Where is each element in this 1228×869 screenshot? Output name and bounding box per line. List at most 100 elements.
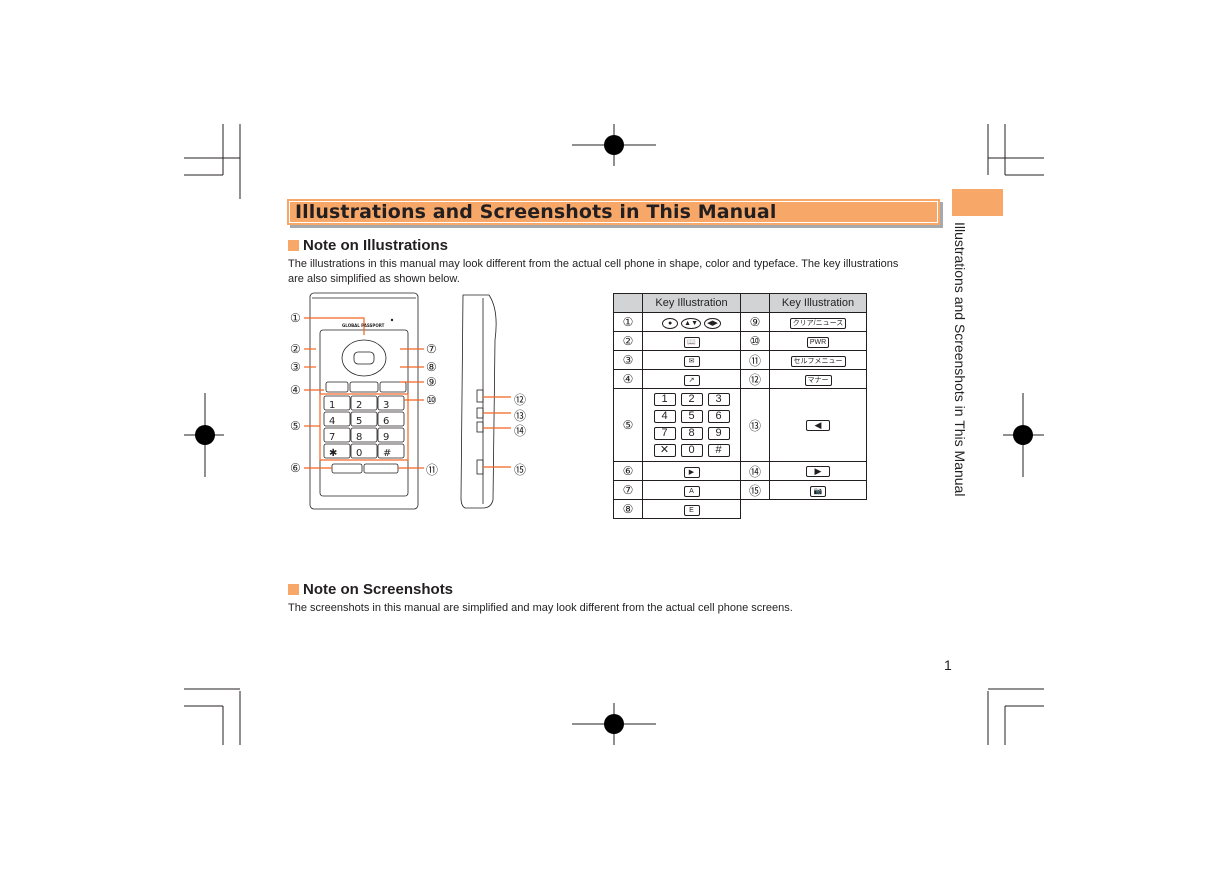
key-cell: 📷: [769, 480, 867, 500]
manner-key-icon: マナー: [804, 374, 832, 386]
table-row: ⑧ E: [613, 499, 867, 519]
call-key-icon: ↗: [683, 374, 700, 386]
side-up-key-icon: ◀: [806, 420, 830, 431]
callout-14: ⑭: [514, 424, 527, 438]
key-cell: ▶: [769, 461, 867, 481]
illustrations-text: The illustrations in this manual may loo…: [288, 258, 899, 285]
table-header-no-left: [613, 293, 643, 313]
table-row: ⑤ 1 2 3 4 5 6 7 8 9 ✕ 0 # ⑬ ◀: [613, 388, 867, 462]
table-row: ② 📖 ⑩ PWR: [613, 331, 867, 351]
key-cell: PWR: [769, 331, 867, 351]
callout-15: ⑮: [514, 463, 527, 477]
table-header-row: Key Illustration Key Illustration: [613, 293, 867, 313]
side-down-key-icon: ▶: [806, 466, 830, 477]
side-tab-marker: [952, 189, 1003, 216]
key-illustration-table: Key Illustration Key Illustration ① ● ▲▼…: [613, 293, 867, 519]
up-down-key-icon: ▲▼: [681, 317, 702, 329]
page-number: 1: [944, 657, 952, 673]
center-key-icon: ●: [662, 317, 679, 329]
key-cell: A: [642, 480, 741, 500]
key-1-icon: 1: [653, 393, 676, 406]
empty-cell: [741, 500, 770, 519]
row-number: ④: [613, 369, 643, 389]
callout-1: ①: [290, 311, 301, 325]
camera-key-icon: 📷: [810, 485, 826, 497]
key-star-icon: ✕: [653, 444, 676, 457]
key-8-icon: 8: [680, 427, 703, 440]
row-number: ⑮: [740, 480, 770, 500]
key-3-icon: 3: [707, 393, 730, 406]
key-cell-keypad: 1 2 3 4 5 6 7 8 9 ✕ 0 #: [642, 388, 741, 462]
svg-text:6: 6: [383, 416, 389, 427]
table-header-key-right: Key Illustration: [769, 293, 867, 313]
row-number: ⑤: [613, 388, 643, 462]
svg-text:9: 9: [383, 432, 389, 443]
svg-text:#: #: [383, 448, 391, 459]
row-number: ⑪: [740, 350, 770, 370]
key-2-icon: 2: [680, 393, 703, 406]
title-bar-inner-border: [289, 201, 938, 223]
callout-2: ②: [290, 342, 301, 356]
svg-text:0: 0: [356, 448, 362, 459]
key-cell: ◀: [769, 388, 867, 462]
table-row: ① ● ▲▼ ◀▶ ⑨ クリア/ニュース: [613, 312, 867, 332]
side-tab-text: Illustrations and Screenshots in This Ma…: [952, 222, 978, 512]
svg-text:3: 3: [383, 400, 389, 411]
svg-text:5: 5: [356, 416, 362, 427]
key-0-icon: 0: [680, 444, 703, 457]
row-number: ⑨: [740, 312, 770, 332]
empty-cell: [770, 500, 867, 519]
page-title: Illustrations and Screenshots in This Ma…: [295, 201, 777, 223]
row-number: ⑥: [613, 461, 643, 481]
callout-13: ⑬: [514, 409, 527, 423]
row-number: ⑬: [740, 388, 770, 462]
key-6-icon: 6: [707, 410, 730, 423]
screenshots-heading: Note on Screenshots: [288, 581, 453, 598]
key-cell: セルフメニュー: [769, 350, 867, 370]
row-number: ①: [613, 312, 643, 332]
callout-12: ⑫: [514, 393, 527, 407]
row-number: ⑫: [740, 369, 770, 389]
key-9-icon: 9: [707, 427, 730, 440]
table-row: ⑥ ▶ ⑭ ▶: [613, 461, 867, 481]
row-number: ⑩: [740, 331, 770, 351]
callout-7: ⑦: [426, 342, 437, 356]
key-cell: マナー: [769, 369, 867, 389]
a-key-icon: A: [683, 485, 700, 497]
heading-square-icon: [288, 240, 299, 251]
key-cell: ✉: [642, 350, 741, 370]
callout-3: ③: [290, 360, 301, 374]
self-menu-key-icon: セルフメニュー: [790, 355, 846, 367]
key-cell: ▶: [642, 461, 741, 481]
phone-side-illustration: [460, 294, 511, 509]
clear-news-key-icon: クリア/ニュース: [789, 317, 847, 329]
row-number: ⑧: [613, 499, 643, 519]
key-cell: E: [642, 499, 741, 519]
callout-10: ⑩: [426, 393, 437, 407]
keypad-grid: 1 2 3 4 5 6 7 8 9 ✕ 0 #: [653, 389, 730, 461]
row-number: ②: [613, 331, 643, 351]
page-title-bar: Illustrations and Screenshots in This Ma…: [287, 199, 940, 225]
key-5-icon: 5: [680, 410, 703, 423]
key-cell: ↗: [642, 369, 741, 389]
key-cell: クリア/ニュース: [769, 312, 867, 332]
key-cell: 📖: [642, 331, 741, 351]
callout-6: ⑥: [290, 461, 301, 475]
svg-text:8: 8: [356, 432, 362, 443]
svg-text:✱: ✱: [329, 448, 337, 459]
mail-key-icon: ✉: [683, 355, 700, 367]
row-number: ⑭: [740, 461, 770, 481]
row-number: ③: [613, 350, 643, 370]
table-header-key-left: Key Illustration: [642, 293, 741, 313]
e-key-icon: E: [683, 504, 700, 516]
callout-11: ⑪: [426, 463, 439, 477]
table-header-no-right: [740, 293, 770, 313]
play-key-icon: ▶: [683, 466, 700, 478]
phonebook-key-icon: 📖: [683, 336, 700, 348]
callout-5: ⑤: [290, 419, 301, 433]
left-right-key-icon: ◀▶: [704, 317, 721, 329]
callout-4: ④: [290, 383, 301, 397]
svg-text:7: 7: [329, 432, 335, 443]
